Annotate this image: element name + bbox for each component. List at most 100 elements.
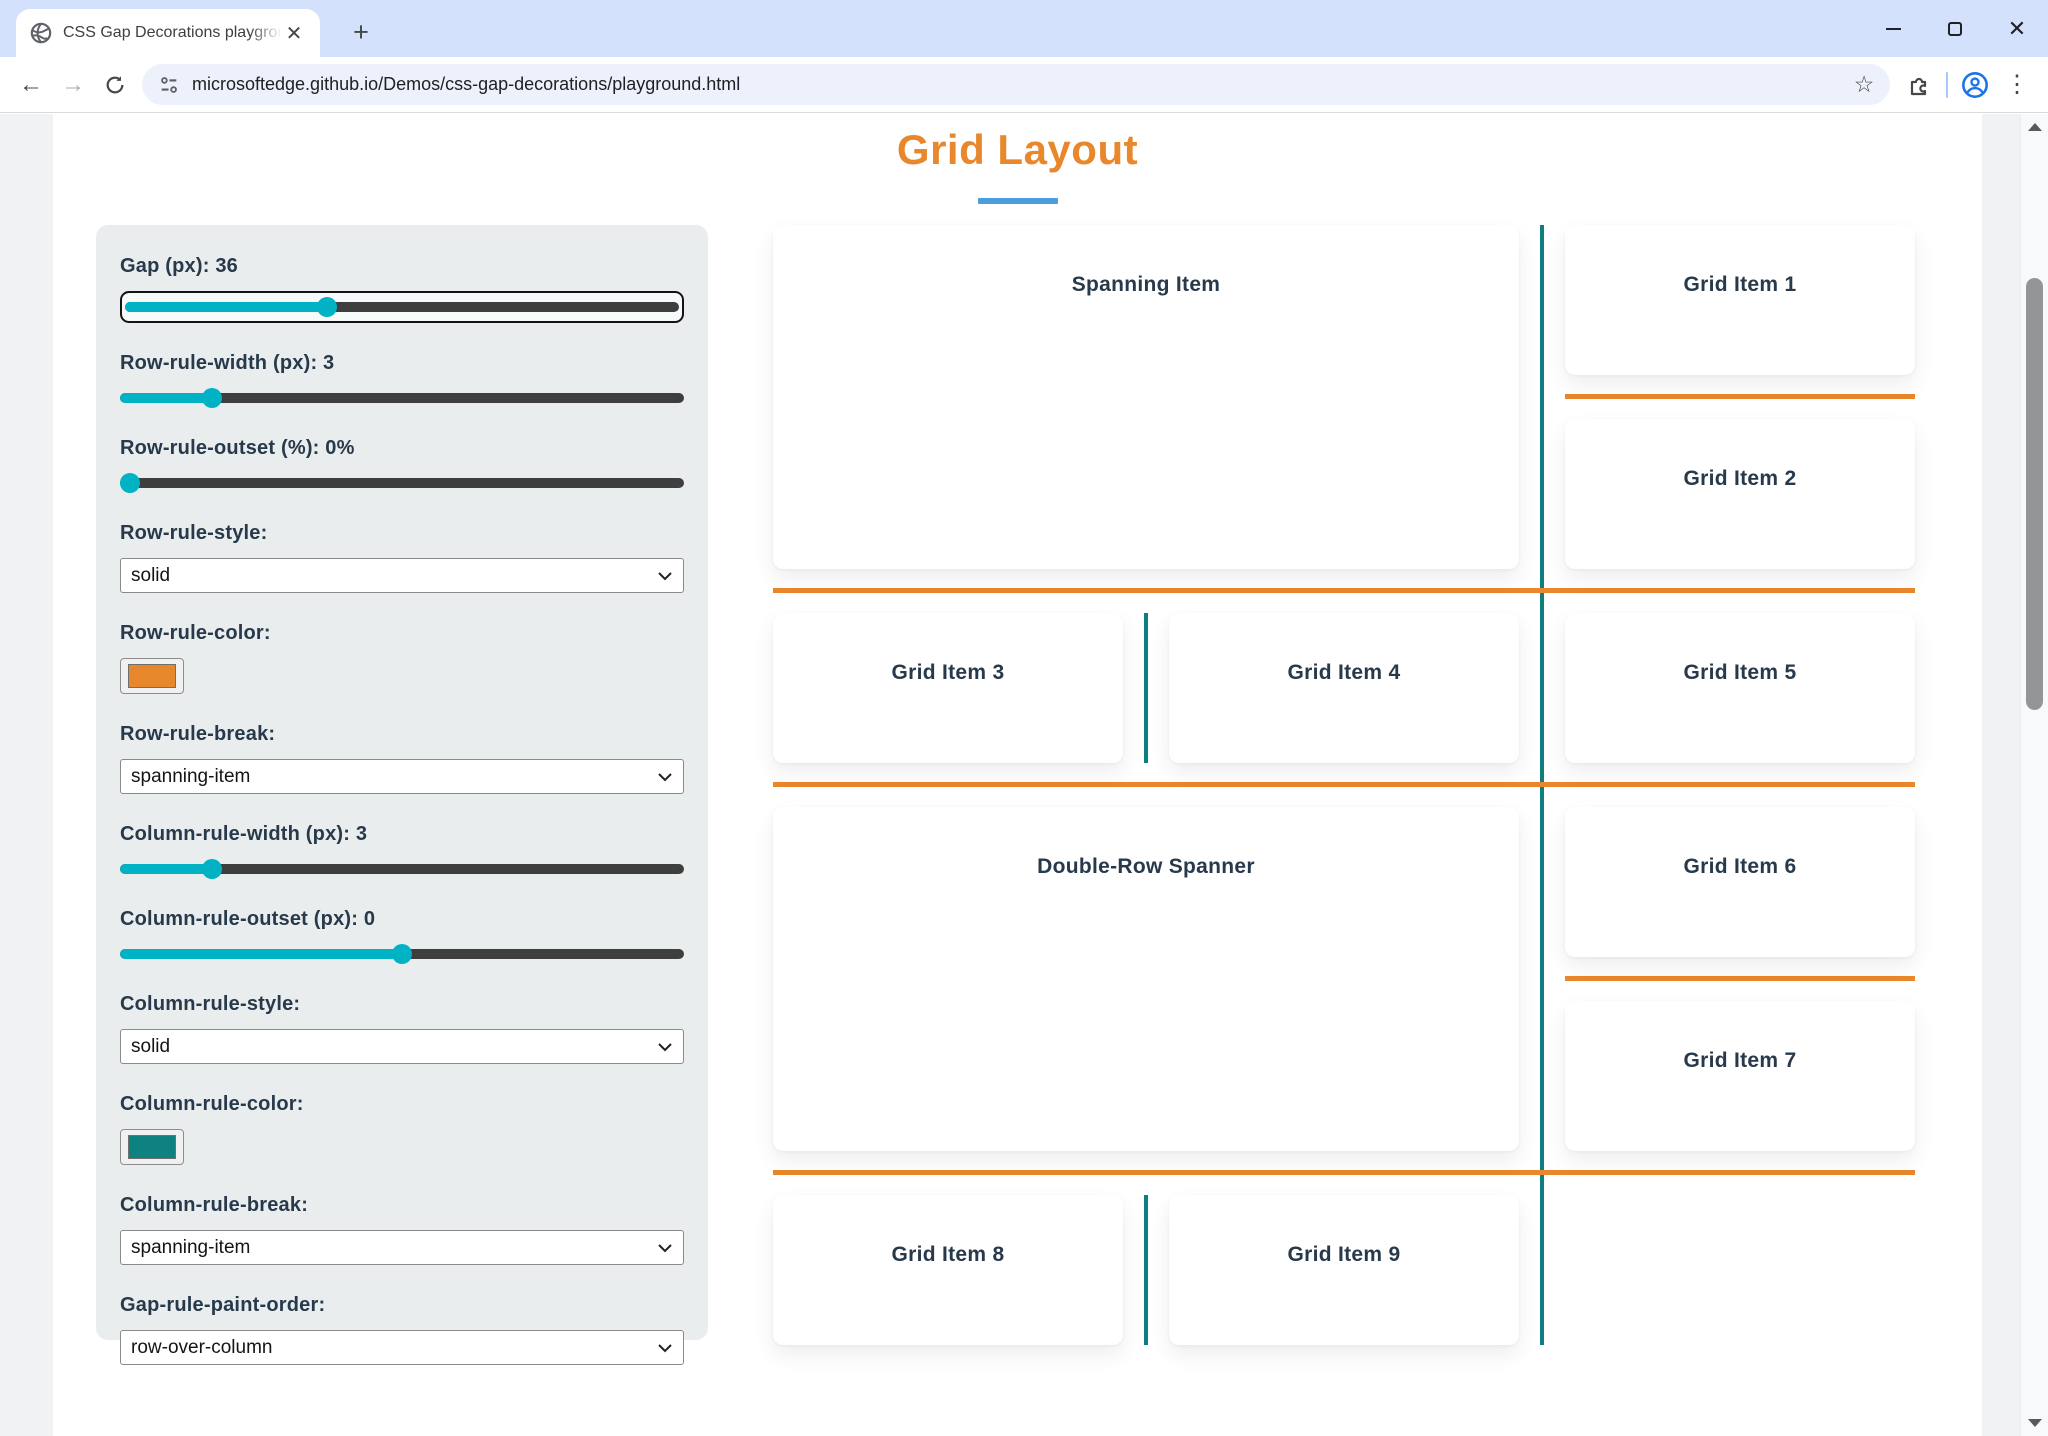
select-value: row-over-column [131,1336,273,1358]
slider-track [120,864,684,874]
grid-card-7: Grid Item 7 [1565,1001,1915,1151]
slider-thumb[interactable] [317,297,338,317]
grid-card-9: Grid Item 9 [1169,1195,1519,1345]
select-value: spanning-item [131,1236,251,1258]
grid-card-8: Grid Item 8 [773,1195,1123,1345]
page-scrollbar[interactable] [2020,114,2048,1436]
row-rule-segment [1565,976,1915,981]
title-underline [977,198,1058,204]
maximize-button[interactable] [1924,0,1986,57]
back-button[interactable]: ← [19,70,43,98]
refresh-button[interactable] [94,64,136,106]
chevron-down-icon [658,773,672,782]
site-info-icon[interactable] [158,74,180,96]
profile-button[interactable] [1954,64,1996,106]
gap-slider-focus-ring [120,291,684,323]
gap-rule-paint-order-group: Gap-rule-paint-order: row-over-column [120,1294,684,1365]
gap-control-group: Gap (px): 36 [120,255,684,323]
row-rule-line [773,782,1915,787]
column-rule-style-label: Column-rule-style: [120,993,301,1015]
grid-card-2: Grid Item 2 [1565,419,1915,569]
toolbar-separator [1946,71,1948,98]
controls-panel: Gap (px): 36 Row-rule-width (px): 3 [96,225,708,1365]
slider-thumb[interactable] [120,473,140,493]
maximize-icon [1948,21,1962,36]
titlebar: CSS Gap Decorations playgroun ✕ + ✕ [0,0,2048,57]
row-rule-break-select[interactable]: spanning-item [120,759,684,794]
column-rule-break-select[interactable]: spanning-item [120,1230,684,1265]
chevron-down-icon [658,1244,672,1253]
row-rule-outset-slider[interactable] [120,473,684,493]
column-rule-color-picker[interactable] [120,1129,184,1165]
slider-thumb[interactable] [201,388,222,408]
globe-favicon-icon [30,22,52,44]
column-rule-style-group: Column-rule-style: solid [120,993,684,1064]
url-text[interactable]: microsoftedge.github.io/Demos/css-gap-de… [192,74,741,94]
column-rule-break-label: Column-rule-break: [120,1194,309,1216]
grid-card-4: Grid Item 4 [1169,613,1519,763]
window-controls: ✕ [1862,0,2048,57]
slider-thumb[interactable] [201,859,222,879]
slider-fill [120,949,402,959]
gap-slider[interactable] [125,297,679,317]
scrollbar-up-arrow-icon[interactable] [2028,123,2042,131]
profile-icon [1962,71,1988,98]
column-rule-color-swatch [128,1135,176,1159]
gap-rule-paint-order-select[interactable]: row-over-column [120,1330,684,1365]
grid-card-1: Grid Item 1 [1565,225,1915,375]
select-value: solid [131,564,171,586]
gap-rule-paint-order-label: Gap-rule-paint-order: [120,1294,326,1316]
chevron-down-icon [658,572,672,581]
slider-fill [120,393,212,403]
column-rule-color-group: Column-rule-color: [120,1093,684,1165]
grid-card-spanning-item: Spanning Item [773,225,1519,569]
column-rule-width-slider[interactable] [120,859,684,879]
column-rule-break-group: Column-rule-break: spanning-item [120,1194,684,1265]
slider-fill [120,864,212,874]
column-rule-width-label: Column-rule-width (px): 3 [120,823,368,845]
slider-track [120,393,684,403]
column-rule-outset-group: Column-rule-outset (px): 0 [120,908,684,964]
scrollbar-down-arrow-icon[interactable] [2028,1419,2042,1427]
row-rule-color-swatch [128,664,176,688]
column-rule-style-select[interactable]: solid [120,1029,684,1064]
row-rule-color-group: Row-rule-color: [120,622,684,694]
grid-card-6: Grid Item 6 [1565,807,1915,957]
scrollbar-thumb[interactable] [2026,278,2043,710]
tab-title: CSS Gap Decorations playgroun [63,24,282,41]
row-rule-width-slider[interactable] [120,388,684,408]
select-value: solid [131,1035,171,1057]
bookmark-star-icon[interactable]: ☆ [1853,71,1875,97]
page-content: Grid Layout Gap (px): 36 Row-rule-wi [53,114,1982,1436]
chevron-down-icon [658,1344,672,1353]
column-rule-segment [1144,613,1148,763]
browser-menu-button[interactable]: ⋮ [2005,71,2029,98]
minimize-button[interactable] [1862,0,1924,57]
column-rule-outset-slider[interactable] [120,944,684,964]
column-rule-color-label: Column-rule-color: [120,1093,304,1115]
column-rule-segment [1144,1195,1148,1345]
puzzle-icon [1910,77,1927,95]
row-rule-outset-group: Row-rule-outset (%): 0% [120,437,684,493]
browser-tab[interactable]: CSS Gap Decorations playgroun ✕ [16,9,320,57]
refresh-icon [106,75,124,93]
browser-toolbar: ← → microsoftedge.github.io/Demos/css-ga… [0,57,2048,113]
tab-close-icon[interactable]: ✕ [285,22,303,45]
row-rule-break-label: Row-rule-break: [120,723,276,745]
chevron-down-icon [658,1043,672,1052]
forward-button[interactable]: → [61,70,85,98]
row-rule-break-group: Row-rule-break: spanning-item [120,723,684,794]
close-window-button[interactable]: ✕ [2007,15,2027,41]
extensions-button[interactable] [1898,64,1940,106]
row-rule-color-picker[interactable] [120,658,184,694]
row-rule-outset-label: Row-rule-outset (%): 0% [120,437,355,459]
new-tab-button[interactable]: + [353,16,369,47]
row-rule-style-label: Row-rule-style: [120,522,268,544]
toolbar-right: ⋮ [1898,64,2038,106]
address-bar[interactable]: microsoftedge.github.io/Demos/css-gap-de… [142,64,1890,105]
page-title: Grid Layout [896,126,1139,173]
slider-thumb[interactable] [392,944,412,964]
row-rule-line [773,588,1915,593]
row-rule-style-select[interactable]: solid [120,558,684,593]
